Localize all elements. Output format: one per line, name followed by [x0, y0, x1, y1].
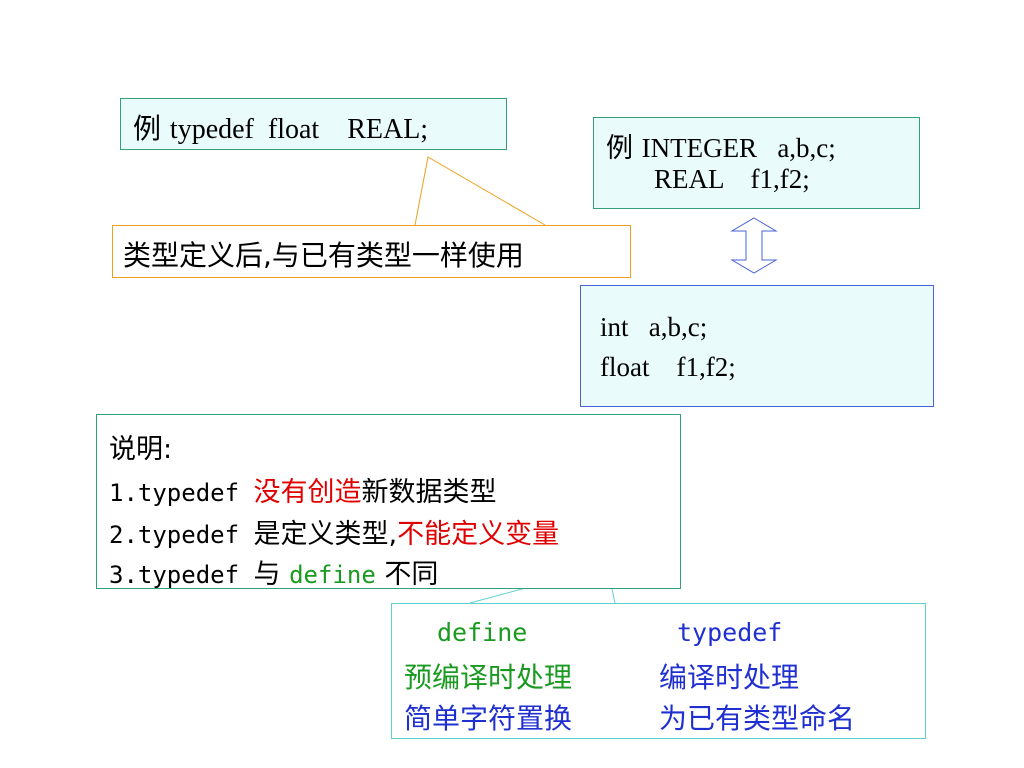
integer-code: INTEGER a,b,c; [641, 133, 836, 163]
item3-suffix: 不同 [375, 559, 439, 590]
define-row-2: 简单字符置换 [404, 702, 573, 735]
double-arrow-icon [730, 217, 778, 274]
define-header: define [437, 618, 528, 647]
integer-example-box: 例 INTEGER a,b,c; REAL f1,f2; [593, 117, 920, 209]
typedef-example-line: 例 typedef float REAL; [133, 107, 428, 147]
callout-note-box: 类型定义后,与已有类型一样使用 [112, 225, 631, 278]
callout-note-pointer [414, 156, 546, 226]
int-code: int a,b,c; [600, 312, 708, 342]
example-label: 例 [606, 133, 633, 164]
define-row-1: 预编译时处理 [404, 661, 573, 694]
item2-prefix: 2.typedef [109, 521, 254, 549]
typedef-code: typedef float REAL; [169, 114, 429, 145]
item3-mid: 与 [253, 559, 290, 590]
item2-mid: 是定义类型, [253, 519, 398, 550]
explanation-item-3: 3.typedef 与 define 不同 [109, 552, 438, 591]
item3-highlight: define [289, 561, 376, 589]
callout-note-text: 类型定义后,与已有类型一样使用 [123, 239, 524, 272]
integer-line: 例 INTEGER a,b,c; [606, 126, 836, 165]
example-label: 例 [133, 112, 162, 145]
item2-highlight: 不能定义变量 [397, 519, 560, 550]
explanation-item-2: 2.typedef 是定义类型,不能定义变量 [109, 512, 559, 551]
float-code: float f1,f2; [600, 352, 736, 382]
explanation-box: 说明: 1.typedef 没有创造新数据类型 2.typedef 是定义类型,… [96, 414, 681, 591]
typedef-row-2: 为已有类型命名 [659, 702, 856, 735]
explanation-item-1: 1.typedef 没有创造新数据类型 [109, 470, 497, 509]
item1-highlight: 没有创造 [253, 477, 362, 508]
item3-prefix: 3.typedef [109, 561, 254, 589]
item1-suffix: 新数据类型 [361, 477, 497, 508]
equivalent-code-box: int a,b,c; float f1,f2; [580, 285, 934, 407]
typedef-example-box: 例 typedef float REAL; [120, 98, 507, 150]
explanation-heading: 说明: [109, 434, 173, 465]
typedef-row-1: 编译时处理 [659, 661, 800, 694]
comparison-box: define typedef 预编译时处理 编译时处理 简单字符置换 为已有类型… [391, 603, 926, 739]
typedef-header: typedef [677, 618, 783, 647]
item1-prefix: 1.typedef [109, 479, 254, 507]
real-code: REAL f1,f2; [654, 164, 810, 194]
